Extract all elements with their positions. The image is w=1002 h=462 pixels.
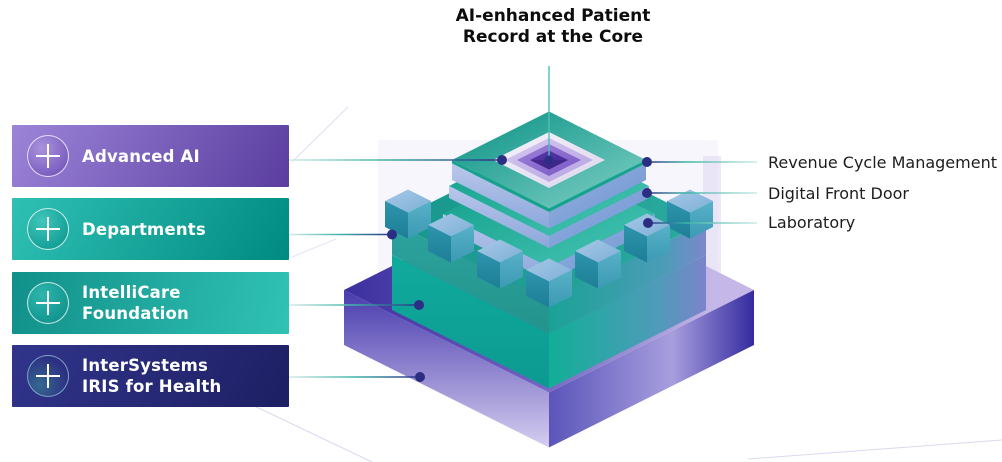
callout-revenue-cycle-management: Revenue Cycle Management bbox=[768, 153, 997, 172]
cube bbox=[428, 213, 474, 263]
layer-box-label: Advanced AI bbox=[82, 146, 200, 166]
layer-box-advanced-ai[interactable]: Advanced AI bbox=[12, 125, 289, 187]
dot-iris bbox=[415, 372, 425, 382]
cube bbox=[667, 189, 713, 239]
connector-dots bbox=[387, 155, 653, 382]
title-line-2: Record at the Core bbox=[462, 27, 644, 47]
diagram-title: AI-enhanced Patient Record at the Core bbox=[456, 6, 651, 48]
cube bbox=[477, 239, 523, 289]
layer-box-label: IntelliCare Foundation bbox=[82, 283, 190, 323]
layer-box-intellicare-foundation[interactable]: IntelliCare Foundation bbox=[12, 272, 289, 334]
department-cubes bbox=[385, 189, 713, 308]
plus-icon bbox=[27, 208, 69, 250]
dot-intellicare bbox=[414, 300, 424, 310]
plus-icon bbox=[27, 355, 69, 397]
dot-revenue-cycle bbox=[642, 157, 652, 167]
plus-icon bbox=[27, 135, 69, 177]
layer-box-label: InterSystems IRIS for Health bbox=[82, 356, 222, 396]
cube bbox=[526, 258, 572, 308]
dot-core bbox=[544, 155, 554, 165]
cube bbox=[575, 239, 621, 289]
connectors bbox=[289, 66, 757, 378]
callout-laboratory: Laboratory bbox=[768, 213, 856, 232]
dot-departments bbox=[387, 229, 397, 240]
dot-advanced-ai bbox=[497, 155, 507, 165]
layer-box-label: Departments bbox=[82, 219, 206, 239]
callout-digital-front-door: Digital Front Door bbox=[768, 184, 910, 203]
title-line-1: AI-enhanced Patient bbox=[455, 6, 651, 26]
plus-icon bbox=[27, 282, 69, 324]
layer-box-departments[interactable]: Departments bbox=[12, 198, 289, 260]
layer-box-intersystems-iris[interactable]: InterSystems IRIS for Health bbox=[12, 345, 289, 407]
dot-laboratory bbox=[643, 218, 653, 228]
pyramid-layer-intellicare bbox=[392, 255, 706, 389]
dot-digital-front-door bbox=[642, 188, 652, 198]
cube bbox=[385, 189, 431, 239]
